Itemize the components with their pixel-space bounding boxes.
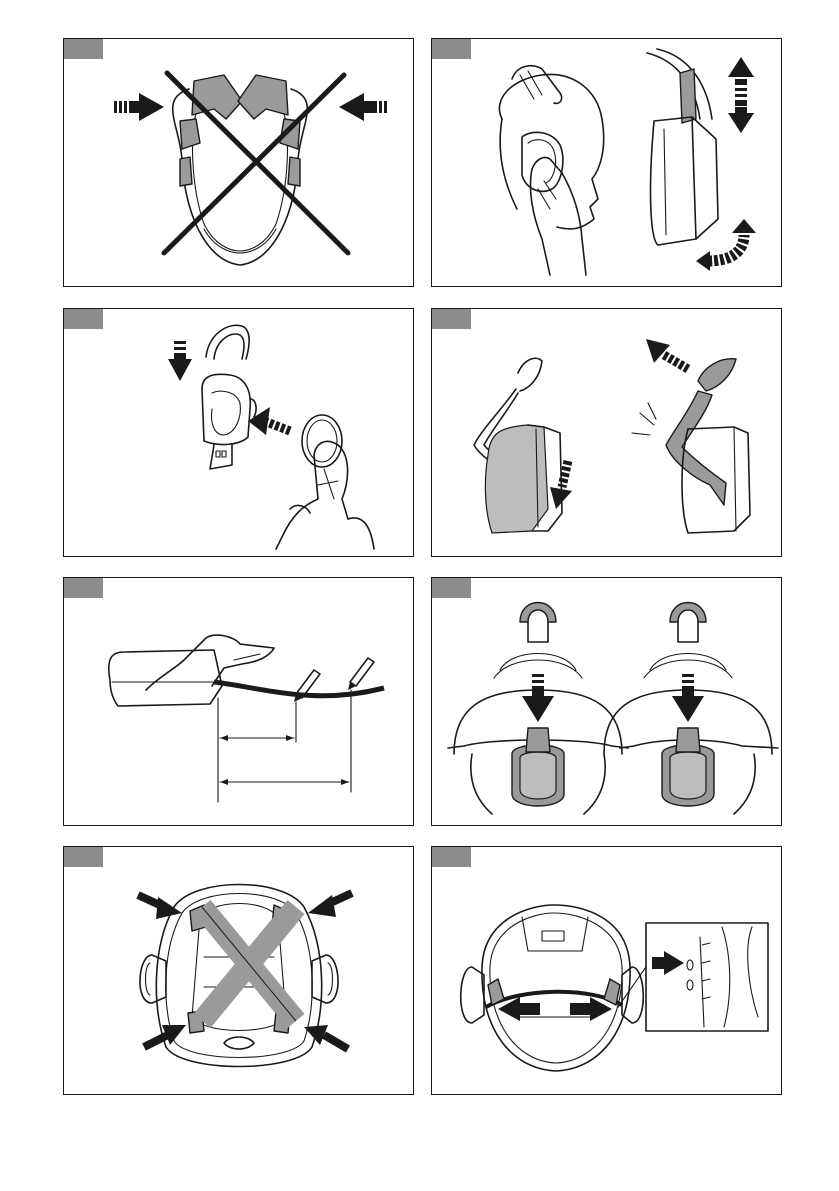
arrow-down-icon	[168, 341, 192, 381]
panel-3-replacing-cushion	[63, 308, 414, 557]
illustration-ear-cushion-removal	[432, 309, 782, 557]
arrow-left-icon	[652, 951, 684, 975]
panel-2-fitting-earmuffs	[431, 38, 782, 287]
panel-8-inserting-arms	[431, 846, 782, 1095]
dimension-long-icon	[220, 779, 349, 785]
pencil-icon	[348, 658, 374, 690]
arrow-down-icon	[522, 674, 554, 722]
illustration-helmet-slot-insertion	[432, 847, 782, 1095]
arrow-curved-icon	[696, 219, 756, 271]
panel-5-measuring-band	[63, 577, 414, 826]
panel-6-attaching-to-helmet	[431, 577, 782, 826]
arrow-left-icon	[339, 93, 387, 121]
illustration-helmet-underside	[64, 847, 414, 1095]
arrow-down-icon	[672, 674, 704, 722]
arrow-down-right-icon	[138, 895, 182, 919]
panel-1-do-not-squeeze	[63, 38, 414, 287]
illustration-helmet-earmuffs	[432, 578, 782, 826]
arrow-right-icon	[114, 93, 164, 121]
arrow-left-icon	[248, 407, 290, 435]
illustration-helmet-top-view	[64, 39, 414, 287]
illustration-cushion-replacement	[64, 309, 414, 557]
dimension-short-icon	[220, 735, 294, 741]
illustration-band-measurement	[64, 578, 414, 826]
arrow-up-down-icon	[728, 57, 754, 133]
illustration-head-with-earmuff	[432, 39, 782, 287]
arrow-up-left-icon	[646, 339, 688, 369]
panel-4-removing-ear-cushion	[431, 308, 782, 557]
arrow-up-left-icon	[304, 1025, 348, 1049]
panel-7-do-not-press-helmet	[63, 846, 414, 1095]
arrow-down-left-icon	[308, 893, 352, 917]
